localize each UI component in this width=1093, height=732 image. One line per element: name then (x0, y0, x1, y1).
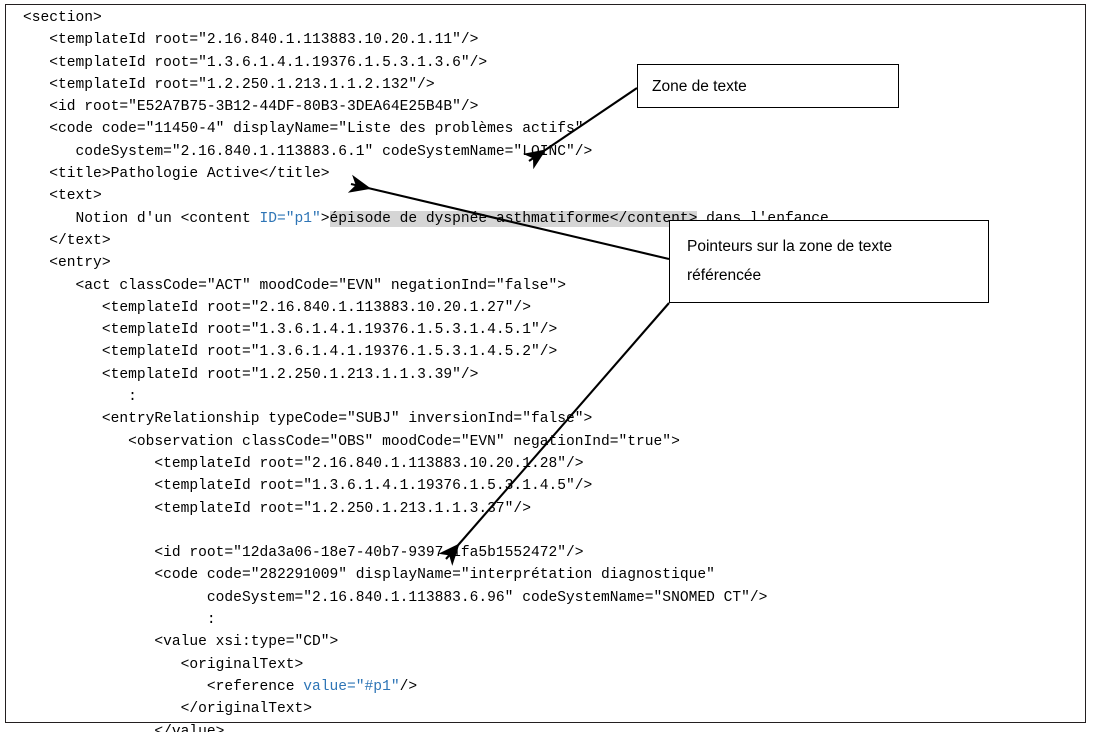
callout-zone-de-texte: Zone de texte (637, 64, 899, 108)
code-line: <templateId root="2.16.840.1.113883.10.2… (23, 32, 479, 49)
code-line: codeSystem="2.16.840.1.113883.6.96" code… (23, 589, 768, 606)
code-line: <id root="E52A7B75-3B12-44DF-80B3-3DEA64… (23, 99, 479, 116)
callout-pointeurs-zone-referencee: Pointeurs sur la zone de texte référencé… (669, 220, 989, 303)
code-line: <reference value="#p1"/> (23, 676, 1068, 698)
code-line: <templateId root="1.3.6.1.4.1.19376.1.5.… (23, 54, 488, 71)
code-line (23, 520, 1068, 542)
callout-pointeurs-line-2: référencée (687, 267, 762, 284)
code-text: /> (399, 678, 418, 695)
code-line: <value xsi:type="CD"> (23, 634, 339, 651)
code-line: <act classCode="ACT" moodCode="EVN" nega… (23, 277, 566, 294)
content-id-attribute: ID="p1" (259, 210, 321, 227)
figure-border (5, 4, 1086, 723)
code-line: <text> (23, 188, 102, 205)
callout-pointeurs-line-1: Pointeurs sur la zone de texte (687, 238, 893, 255)
code-line: </originalText> (23, 701, 313, 718)
code-line: <code code="11450-4" displayName="Liste … (23, 121, 584, 138)
code-line: <entryRelationship typeCode="SUBJ" inver… (23, 411, 593, 428)
code-line: <templateId root="1.3.6.1.4.1.19376.1.5.… (23, 344, 558, 361)
code-line: <title>Pathologie Active</title> (23, 166, 330, 183)
code-line: </value> (23, 723, 225, 732)
xml-code-listing: <section> <templateId root="2.16.840.1.1… (23, 7, 1068, 732)
code-line: : (23, 389, 137, 406)
code-line: <templateId root="1.3.6.1.4.1.19376.1.5.… (23, 478, 593, 495)
code-line: <templateId root="1.2.250.1.213.1.1.2.13… (23, 76, 435, 93)
code-line: <code code="282291009" displayName="inte… (23, 567, 715, 584)
code-line: <entry> (23, 255, 111, 272)
code-text: <reference (23, 678, 304, 695)
callout-zone-de-texte-label: Zone de texte (652, 78, 747, 95)
code-line: <section> (23, 10, 102, 26)
code-line: <templateId root="1.3.6.1.4.1.19376.1.5.… (23, 322, 558, 339)
code-line: codeSystem="2.16.840.1.113883.6.1" codeS… (23, 143, 593, 160)
code-line: : (23, 612, 216, 629)
code-line: <originalText> (23, 656, 304, 673)
code-line: <templateId root="1.2.250.1.213.1.1.3.39… (23, 366, 479, 383)
code-line: <observation classCode="OBS" moodCode="E… (23, 433, 680, 450)
highlighted-text-zone: épisode de dyspnée asthmatiforme</conten… (329, 210, 698, 227)
code-line: <templateId root="1.2.250.1.213.1.1.3.37… (23, 500, 531, 517)
code-text: > (320, 210, 330, 227)
code-line: <templateId root="2.16.840.1.113883.10.2… (23, 455, 584, 472)
code-text: Notion d'un <content (23, 210, 260, 227)
code-line: <id root="12da3a06-18e7-40b7-9397-1fa5b1… (23, 545, 584, 562)
code-line: </text> (23, 232, 111, 249)
reference-value-attribute: value="#p1" (303, 678, 400, 695)
